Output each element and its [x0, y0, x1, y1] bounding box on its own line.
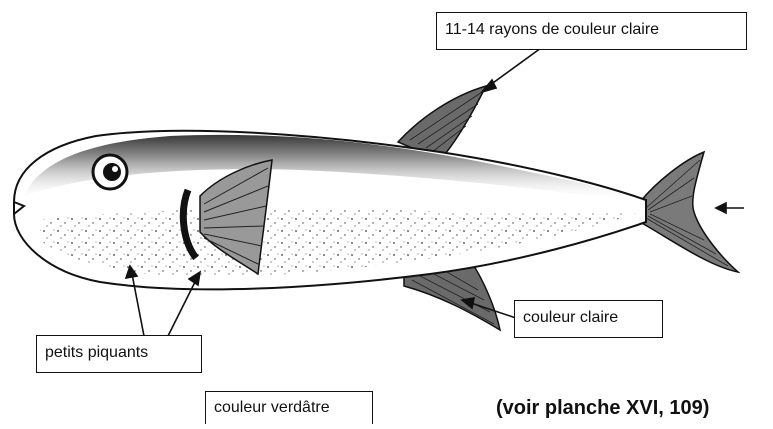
label-clear-color: couleur claire [514, 300, 663, 338]
label-greenish: couleur verdâtre [205, 391, 373, 424]
label-spines: petits piquants [36, 335, 202, 373]
plate-reference-caption: (voir planche XVI, 109) [496, 397, 709, 420]
label-rays: 11-14 rayons de couleur claire [436, 12, 747, 50]
eye [93, 155, 127, 189]
